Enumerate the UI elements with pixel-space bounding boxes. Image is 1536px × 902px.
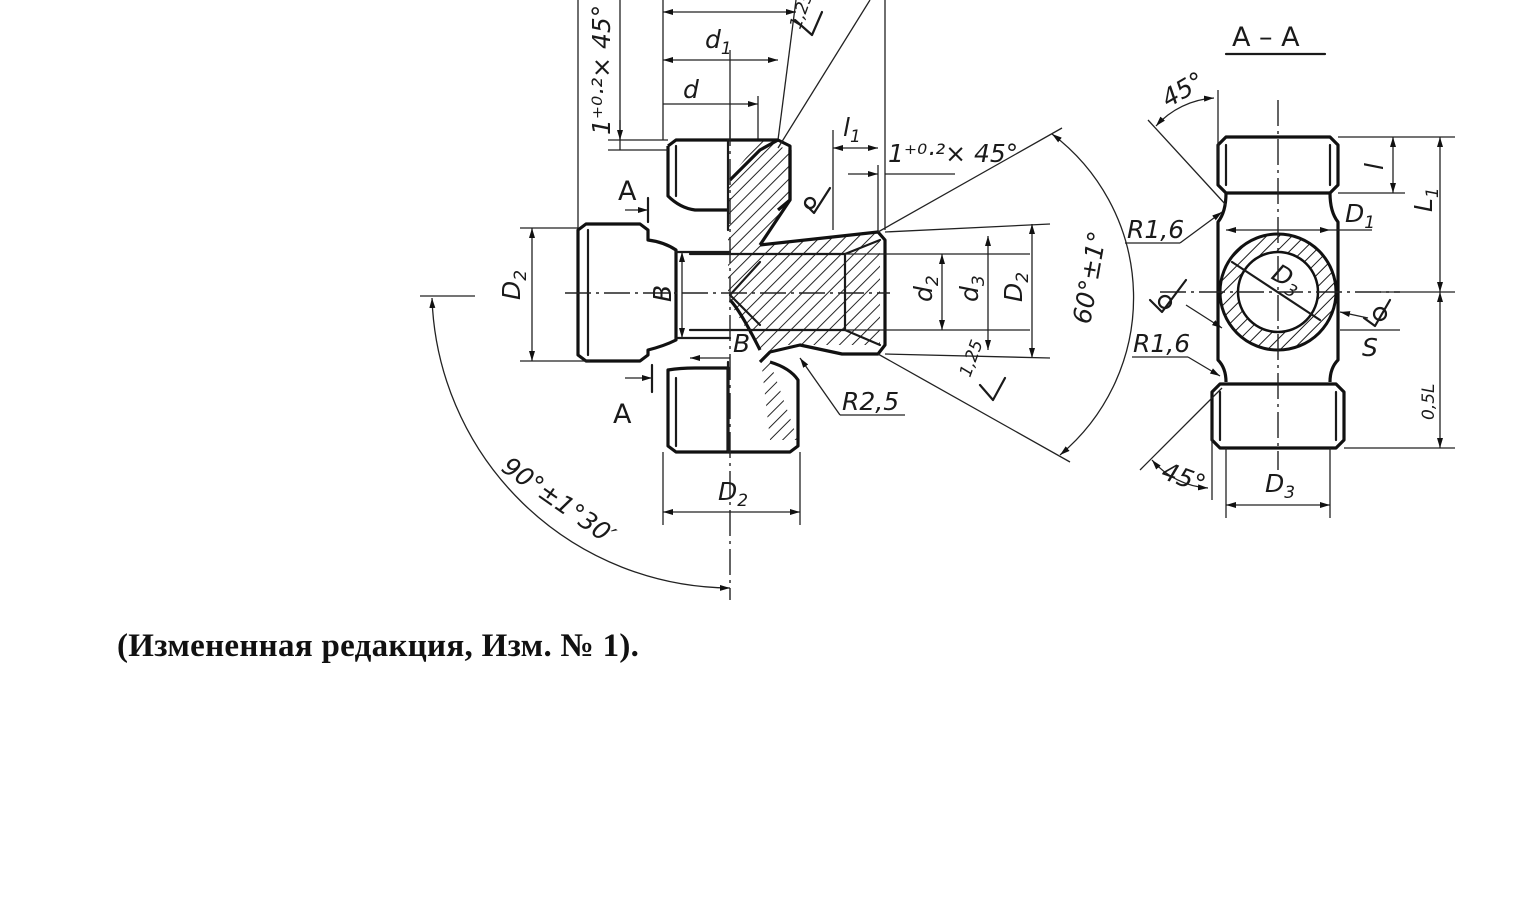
dim-D2-right: D2 [999, 272, 1033, 302]
dim-d3: d3 [955, 275, 989, 302]
dim-D2-left: D2 [497, 270, 531, 300]
section-mark-A-top: A [618, 176, 637, 207]
chamfer-right: 1⁺⁰·²× 45° [888, 139, 1018, 168]
chamfer-left: 1⁺⁰·²× 45° [587, 5, 616, 135]
dim-d: d [683, 75, 699, 104]
angle-45-top: 45° [1157, 66, 1210, 113]
dim-D1: D1 [1345, 199, 1375, 233]
radius-R16-top: R1,6 [1127, 215, 1184, 244]
dim-B-bottom: B [733, 329, 750, 358]
dim-l: l [1360, 163, 1389, 170]
dim-L1: L1 [1409, 187, 1443, 212]
angle-45-bottom: 45° [1158, 456, 1210, 498]
radius-R25: R2,5 [842, 387, 899, 416]
revision-caption: (Измененная редакция, Изм. № 1). [117, 628, 640, 664]
roughness-bottom: 1,25 [956, 337, 988, 379]
dim-B-top: B [648, 285, 677, 302]
dim-S: S [1362, 333, 1378, 362]
dim-D2-bottom: D2 [718, 477, 748, 511]
dim-d2: d2 [909, 275, 943, 302]
dim-d1: d1 [705, 25, 732, 59]
angle-60: 60°±1° [1067, 229, 1112, 326]
radius-R16-bottom: R1,6 [1133, 329, 1190, 358]
section-view: А – А D3 45° 45° R1,6 [1125, 22, 1455, 518]
dim-l1: l1 [843, 113, 861, 147]
section-mark-A-bottom: A [613, 399, 632, 430]
dim-D3-bottom: D3 [1265, 469, 1295, 503]
dim-half-L: 0,5L [1419, 383, 1439, 420]
section-title: А – А [1232, 22, 1300, 53]
angle-90: 90°±1°30′ [497, 451, 621, 550]
main-view: D2 B B A A d1 d 1⁺⁰·²× 45° 1,25 l1 [420, 0, 1135, 600]
